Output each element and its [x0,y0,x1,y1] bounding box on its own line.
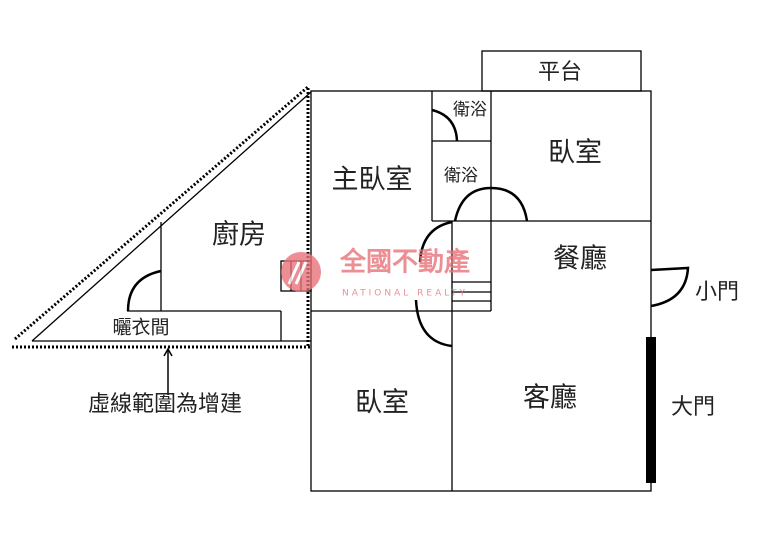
addition-outline [12,84,311,349]
bedroom-right-door [490,186,529,222]
bath-upper-door [431,108,459,142]
watermark-logo: 全國不動產 NATIONAL REALTY [281,247,470,299]
label-bedroom-right: 臥室 [548,138,602,169]
label-bath-upper: 衛浴 [453,100,487,120]
main-walls [310,90,652,492]
bedroom-bottom-door [414,299,453,348]
kitchen-walls [31,91,312,342]
addition-note: 虛線範圍為增建 [88,392,242,417]
label-kitchen: 廚房 [212,220,266,251]
watermark-brand-en: NATIONAL REALTY [342,289,468,299]
master-bedroom-door [418,220,453,263]
label-dining: 餐廳 [553,244,607,275]
main-door[interactable] [646,337,656,483]
label-platform: 平台 [538,60,582,85]
label-drying-room: 曬衣間 [112,317,169,339]
label-master-bedroom: 主臥室 [332,165,413,196]
label-main-door: 大門 [671,395,715,420]
side-door[interactable] [650,266,690,308]
watermark-brand-cn: 全國不動產 [339,247,470,278]
label-side-door: 小門 [695,280,739,305]
bath-lower-door [453,186,492,222]
label-bedroom-bottom: 臥室 [355,388,409,419]
drying-room-door [126,269,162,312]
label-living: 客廳 [523,383,577,414]
arrow-up-icon [163,347,173,395]
label-bath-lower: 衛浴 [444,166,478,186]
